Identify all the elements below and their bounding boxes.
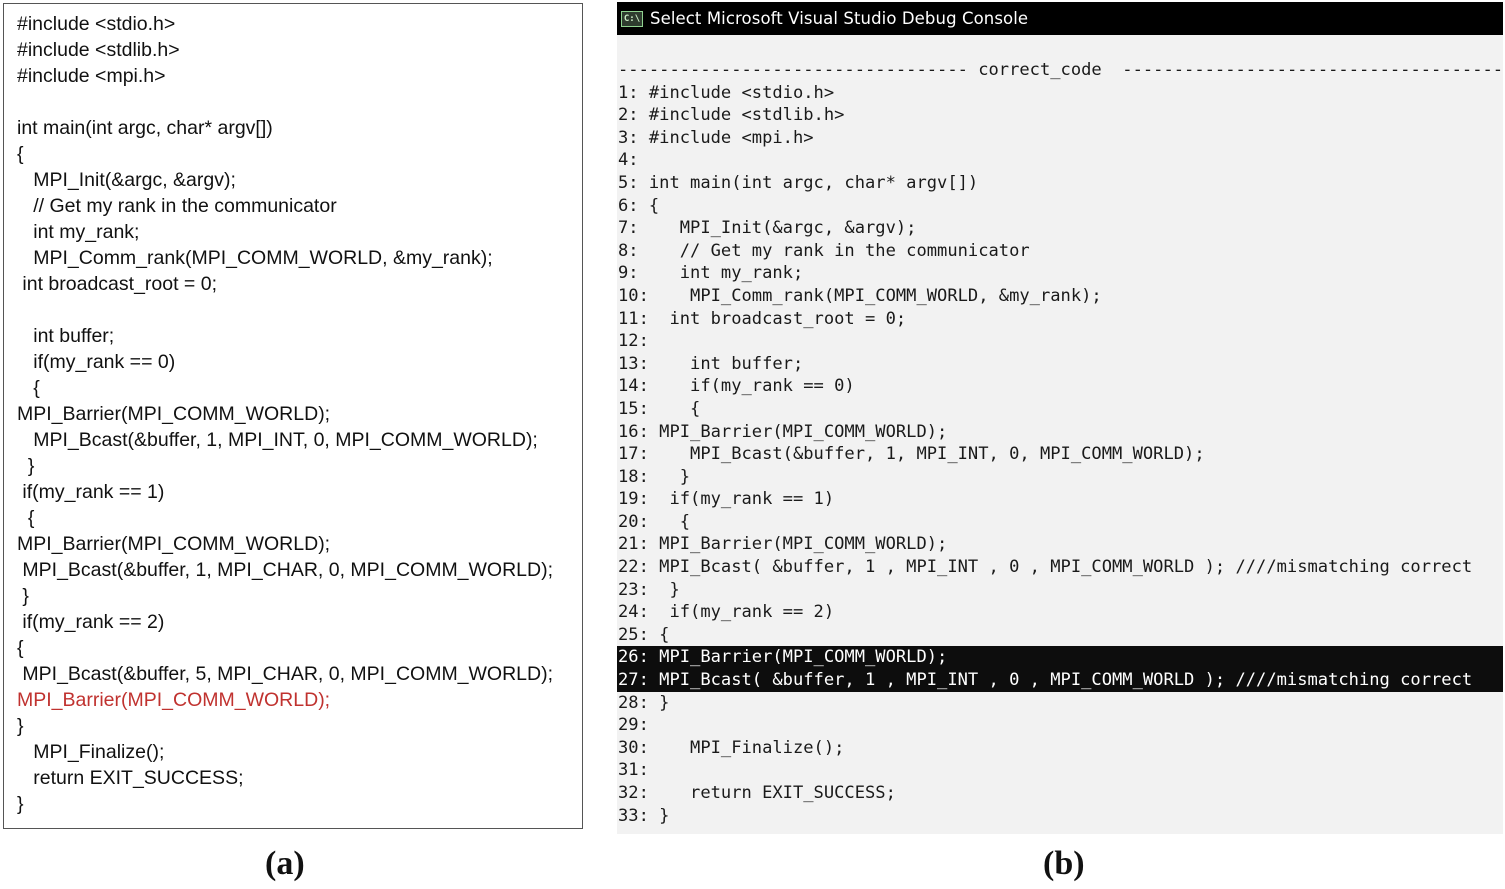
console-line: 21: MPI_Barrier(MPI_COMM_WORLD); bbox=[618, 534, 948, 555]
console-line: 16: MPI_Barrier(MPI_COMM_WORLD); bbox=[618, 421, 948, 442]
console-line: 8: // Get my rank in the communicator bbox=[618, 240, 1030, 261]
code-line: if(my_rank == 1) bbox=[17, 481, 165, 503]
code-line: #include <stdlib.h> bbox=[17, 39, 180, 61]
console-line: 22: MPI_Bcast( &buffer, 1 , MPI_INT , 0 … bbox=[618, 557, 1473, 578]
console-line: 29: bbox=[618, 715, 649, 736]
header-dashes-left: ---------------------------------- bbox=[618, 60, 968, 80]
console-line-selected: 26: MPI_Barrier(MPI_COMM_WORLD); bbox=[617, 646, 1503, 670]
console-line: 2: #include <stdlib.h> bbox=[618, 105, 845, 126]
code-line: { bbox=[17, 507, 35, 529]
code-line: if(my_rank == 0) bbox=[17, 351, 176, 373]
code-line: } bbox=[17, 585, 29, 607]
code-line: int main(int argc, char* argv[]) bbox=[17, 117, 273, 139]
console-line: 17: MPI_Bcast(&buffer, 1, MPI_INT, 0, MP… bbox=[618, 444, 1205, 465]
header-dashes-right: ----------------------------------------… bbox=[1122, 60, 1503, 80]
console-line: 31: bbox=[618, 760, 649, 781]
console-line: 19: if(my_rank == 1) bbox=[618, 489, 835, 510]
code-line: return EXIT_SUCCESS; bbox=[17, 767, 244, 789]
caption-b: (b) bbox=[1043, 845, 1085, 882]
console-line: 14: if(my_rank == 0) bbox=[618, 376, 855, 397]
console-line: 18: } bbox=[618, 466, 691, 487]
code-line: } bbox=[17, 455, 35, 477]
console-line: 13: int buffer; bbox=[618, 353, 804, 374]
console-line: 30: MPI_Finalize(); bbox=[618, 737, 845, 758]
console-line: 33: } bbox=[618, 805, 670, 826]
console-output[interactable]: ---------------------------------- corre… bbox=[617, 59, 1503, 827]
console-line: 5: int main(int argc, char* argv[]) bbox=[618, 172, 979, 193]
code-line: MPI_Finalize(); bbox=[17, 741, 165, 763]
console-line: 9: int my_rank; bbox=[618, 263, 804, 284]
console-line: 32: return EXIT_SUCCESS; bbox=[618, 783, 896, 803]
code-line: int buffer; bbox=[17, 325, 115, 347]
code-line bbox=[17, 89, 553, 115]
console-line: 23: } bbox=[618, 579, 680, 600]
source-code-listing: #include <stdio.h> #include <stdlib.h> #in… bbox=[17, 11, 553, 817]
console-header-line: ---------------------------------- corre… bbox=[617, 59, 1503, 82]
console-line: 15: { bbox=[618, 398, 701, 419]
console-line: 25: { bbox=[618, 624, 670, 645]
window-title: Select Microsoft Visual Studio Debug Con… bbox=[650, 9, 1029, 28]
code-line: // Get my rank in the communicator bbox=[17, 195, 337, 217]
code-line: { bbox=[17, 143, 24, 165]
console-line: 11: int broadcast_root = 0; bbox=[618, 308, 907, 329]
console-line: 24: if(my_rank == 2) bbox=[618, 602, 835, 623]
code-line: } bbox=[17, 715, 24, 737]
caption-a: (a) bbox=[265, 845, 305, 882]
debug-console-window: C:\ Select Microsoft Visual Studio Debug… bbox=[617, 2, 1503, 834]
console-line: 10: MPI_Comm_rank(MPI_COMM_WORLD, &my_ra… bbox=[618, 285, 1102, 306]
console-line: 4: bbox=[618, 150, 639, 171]
console-line-selected: 27: MPI_Bcast( &buffer, 1 , MPI_INT , 0 … bbox=[617, 669, 1503, 692]
code-line: { bbox=[17, 637, 24, 659]
console-line: 20: { bbox=[618, 511, 691, 532]
code-line bbox=[17, 297, 553, 323]
code-line: MPI_Barrier(MPI_COMM_WORLD); bbox=[17, 533, 331, 555]
console-line: 28: } bbox=[618, 692, 670, 713]
header-label: correct_code bbox=[978, 60, 1102, 80]
console-app-icon: C:\ bbox=[621, 10, 643, 27]
code-line: int broadcast_root = 0; bbox=[17, 273, 217, 295]
code-line: MPI_Barrier(MPI_COMM_WORLD); bbox=[17, 689, 331, 711]
console-line: 12: bbox=[618, 331, 649, 352]
console-line: 3: #include <mpi.h> bbox=[618, 127, 814, 148]
console-line: 6: { bbox=[618, 195, 660, 216]
code-line: MPI_Bcast(&buffer, 1, MPI_CHAR, 0, MPI_C… bbox=[17, 559, 554, 581]
code-line: MPI_Init(&argc, &argv); bbox=[17, 169, 236, 191]
code-line: MPI_Comm_rank(MPI_COMM_WORLD, &my_rank); bbox=[17, 247, 493, 269]
window-titlebar[interactable]: C:\ Select Microsoft Visual Studio Debug… bbox=[617, 2, 1503, 35]
code-line: int my_rank; bbox=[17, 221, 140, 243]
source-code-panel: #include <stdio.h> #include <stdlib.h> #in… bbox=[3, 3, 583, 829]
code-line: if(my_rank == 2) bbox=[17, 611, 165, 633]
code-line: MPI_Barrier(MPI_COMM_WORLD); bbox=[17, 403, 331, 425]
console-line: 1: #include <stdio.h> bbox=[618, 82, 835, 103]
code-line: #include <mpi.h> bbox=[17, 65, 166, 87]
code-line: { bbox=[17, 377, 40, 399]
code-line: #include <stdio.h> bbox=[17, 13, 176, 35]
console-line: 7: MPI_Init(&argc, &argv); bbox=[618, 218, 917, 239]
code-line: MPI_Bcast(&buffer, 1, MPI_INT, 0, MPI_CO… bbox=[17, 429, 538, 451]
code-line: } bbox=[17, 793, 24, 815]
code-line: MPI_Bcast(&buffer, 5, MPI_CHAR, 0, MPI_C… bbox=[17, 663, 554, 685]
console-code-listing: 1: #include <stdio.h>2: #include <stdlib… bbox=[617, 82, 1503, 828]
